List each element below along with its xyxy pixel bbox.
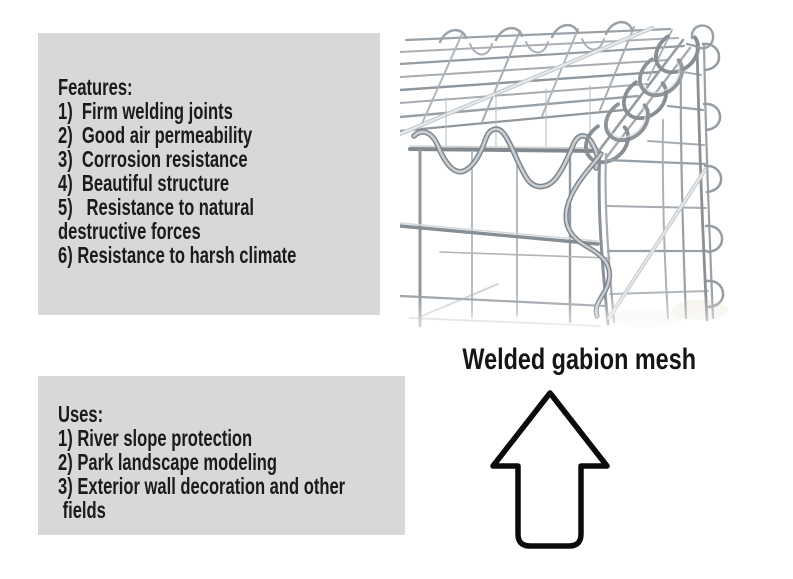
right-panel-mesh — [604, 24, 725, 322]
feature-line: 2) Good air permeability — [58, 122, 253, 148]
backwall-wires — [445, 85, 591, 149]
feature-line: destructive forces — [58, 218, 201, 244]
uses-panel: Uses: 1) River slope protection 2) Park … — [38, 376, 405, 535]
use-line: 1) River slope protection — [58, 425, 253, 451]
feature-line: 6) Resistance to harsh climate — [58, 242, 297, 268]
product-caption: Welded gabion mesh — [462, 343, 697, 376]
features-text-block: Features: 1) Firm welding joints 2) Good… — [58, 75, 389, 267]
up-arrow-icon — [480, 385, 620, 555]
feature-line: 5) Resistance to natural — [58, 194, 255, 220]
feature-line: 3) Corrosion resistance — [58, 146, 248, 172]
uses-text-block: Uses: 1) River slope protection 2) Park … — [58, 402, 457, 522]
lid-wires — [400, 21, 686, 137]
up-arrow-outline — [490, 390, 610, 549]
gabion-mesh-photo — [400, 0, 793, 345]
features-panel: Features: 1) Firm welding joints 2) Good… — [38, 33, 380, 315]
corner-spiral-binder — [584, 29, 700, 165]
uses-title: Uses: — [58, 401, 104, 427]
photo-bottom-fade — [400, 295, 793, 345]
features-title: Features: — [58, 74, 133, 100]
use-line: 2) Park landscape modeling — [58, 449, 278, 475]
feature-line: 4) Beautiful structure — [58, 170, 230, 196]
use-line: 3) Exterior wall decoration and other — [58, 473, 346, 499]
feature-line: 1) Firm welding joints — [58, 98, 233, 124]
use-line: fields — [58, 497, 106, 523]
wavy-stiffener-wire — [411, 126, 601, 190]
